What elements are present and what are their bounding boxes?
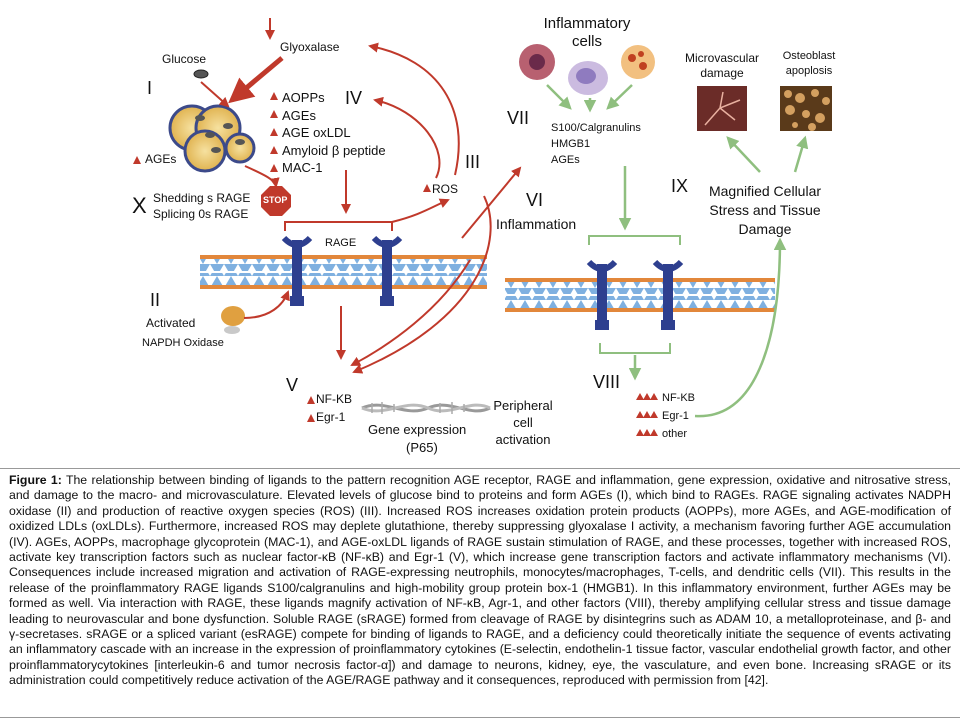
- s100-label: S100/Calgranulins: [551, 122, 641, 134]
- green-arrows: [546, 84, 809, 418]
- roman-vii: VII: [507, 108, 530, 128]
- inflammatory-line-2: cells: [571, 33, 602, 50]
- osteoblast-label: Osteoblast apoplosis: [776, 49, 842, 79]
- microvascular-image: [697, 86, 747, 131]
- diagram-graphics: [133, 18, 832, 436]
- caption-label: Figure 1:: [9, 473, 62, 487]
- gene-expression-label: Gene expression: [368, 422, 467, 437]
- roman-vi: VI: [526, 190, 544, 210]
- right-membrane: [505, 278, 775, 312]
- glucose-bead-icon: [193, 69, 209, 79]
- napdh-oxidase-icon: [221, 306, 245, 334]
- napdh-label: NAPDH Oxidase: [142, 337, 224, 349]
- egr-right-label: Egr-1: [662, 410, 689, 422]
- rage-receptor-right-2: [652, 259, 684, 330]
- rage-receptor-left-1: [281, 235, 313, 306]
- ages-left-label: AGEs: [145, 152, 177, 166]
- ligand-item-mac1: MAC-1: [282, 160, 323, 175]
- glucose-label: Glucose: [162, 52, 207, 66]
- caption-text: The relationship between binding of liga…: [9, 473, 951, 688]
- ligand-item-ages: AGEs: [282, 107, 316, 123]
- rage-label: RAGE: [325, 237, 357, 249]
- microvascular-label: Microvascular damage: [676, 51, 768, 81]
- inflammatory-cells-label: Inflammatory cells: [535, 15, 639, 51]
- cell-cluster-icon: [168, 104, 256, 173]
- roman-iii: III: [465, 152, 481, 172]
- roman-i: I: [147, 78, 153, 98]
- up-arrows-iv: [133, 92, 431, 422]
- receptor-bracket-right: [588, 235, 681, 245]
- ros-label: ROS: [432, 182, 459, 196]
- inflammatory-cell-icons: [519, 44, 655, 95]
- dna-helix-icon: [361, 402, 491, 414]
- roman-v: V: [286, 375, 299, 395]
- roman-ii: II: [150, 290, 161, 310]
- rage-receptor-left-2: [371, 235, 403, 306]
- peripheral-line-3: activation: [495, 432, 551, 447]
- red-arrows: [200, 18, 522, 374]
- activated-label: Activated: [146, 316, 196, 330]
- peripheral-line-1: Peripheral: [493, 398, 553, 413]
- magnified-damage-label: Magnified Cellular Stress and Tissue Dam…: [704, 182, 826, 239]
- roman-ix: IX: [671, 176, 689, 196]
- stop-sign-icon: [261, 186, 291, 216]
- ligand-item-amyloid: Amyloid β peptide: [282, 142, 386, 158]
- up-arrows-viii: [636, 393, 658, 436]
- roman-viii: VIII: [593, 372, 621, 392]
- stop-sign-text: STOP: [263, 195, 288, 205]
- osteoblast-image: [780, 86, 832, 131]
- p65-label: (P65): [406, 440, 438, 455]
- ligand-item-aopps: AOPPs: [282, 90, 325, 105]
- osteoblast-line-2: apoplosis: [785, 65, 833, 77]
- receptor-bracket-right-bottom: [599, 343, 671, 354]
- roman-x: X: [132, 193, 147, 218]
- magnified-line-1: Magnified Cellular: [708, 183, 822, 199]
- magnified-line-2: Stress and Tissue: [709, 202, 821, 218]
- shedding-label: Shedding s RAGE: [153, 191, 251, 205]
- rage-receptor-right-1: [586, 259, 618, 330]
- egr-left-label: Egr-1: [316, 410, 346, 424]
- nf-kb-right-label: NF-KB: [662, 392, 695, 404]
- left-membrane: [200, 255, 487, 289]
- inflammation-label: Inflammation: [496, 216, 577, 232]
- microvascular-line-2: damage: [700, 66, 744, 80]
- peripheral-line-2: cell: [513, 415, 533, 430]
- inflammatory-line-1: Inflammatory: [543, 15, 631, 32]
- hmgb1-label: HMGB1: [551, 138, 591, 150]
- peripheral-label: Peripheral cell activation: [487, 397, 559, 448]
- receptor-bracket-left: [284, 221, 393, 231]
- magnified-line-3: Damage: [738, 221, 792, 237]
- osteoblast-line-1: Osteoblast: [782, 50, 836, 62]
- splicing-label: Splicing 0s RAGE: [153, 207, 249, 221]
- ligand-list: AOPPs AGEs AGE oxLDL Amyloid β peptide M…: [282, 89, 386, 177]
- ligand-item-age-oxldl: AGE oxLDL: [282, 125, 351, 140]
- roman-iv: IV: [345, 88, 363, 108]
- ages-right-label: AGEs: [551, 154, 580, 166]
- figure-caption: Figure 1: The relationship between bindi…: [0, 468, 960, 718]
- ligands-right-list: S100/Calgranulins HMGB1 AGEs: [551, 120, 641, 168]
- rage-pathway-diagram: Glucose Glyoxalase I AGEs STOP X Sheddin…: [132, 15, 842, 455]
- microvascular-line-1: Microvascular: [684, 51, 759, 65]
- glyoxalase-label: Glyoxalase: [280, 40, 340, 54]
- nf-kb-left-label: NF-KB: [316, 392, 352, 406]
- other-label: other: [662, 428, 688, 440]
